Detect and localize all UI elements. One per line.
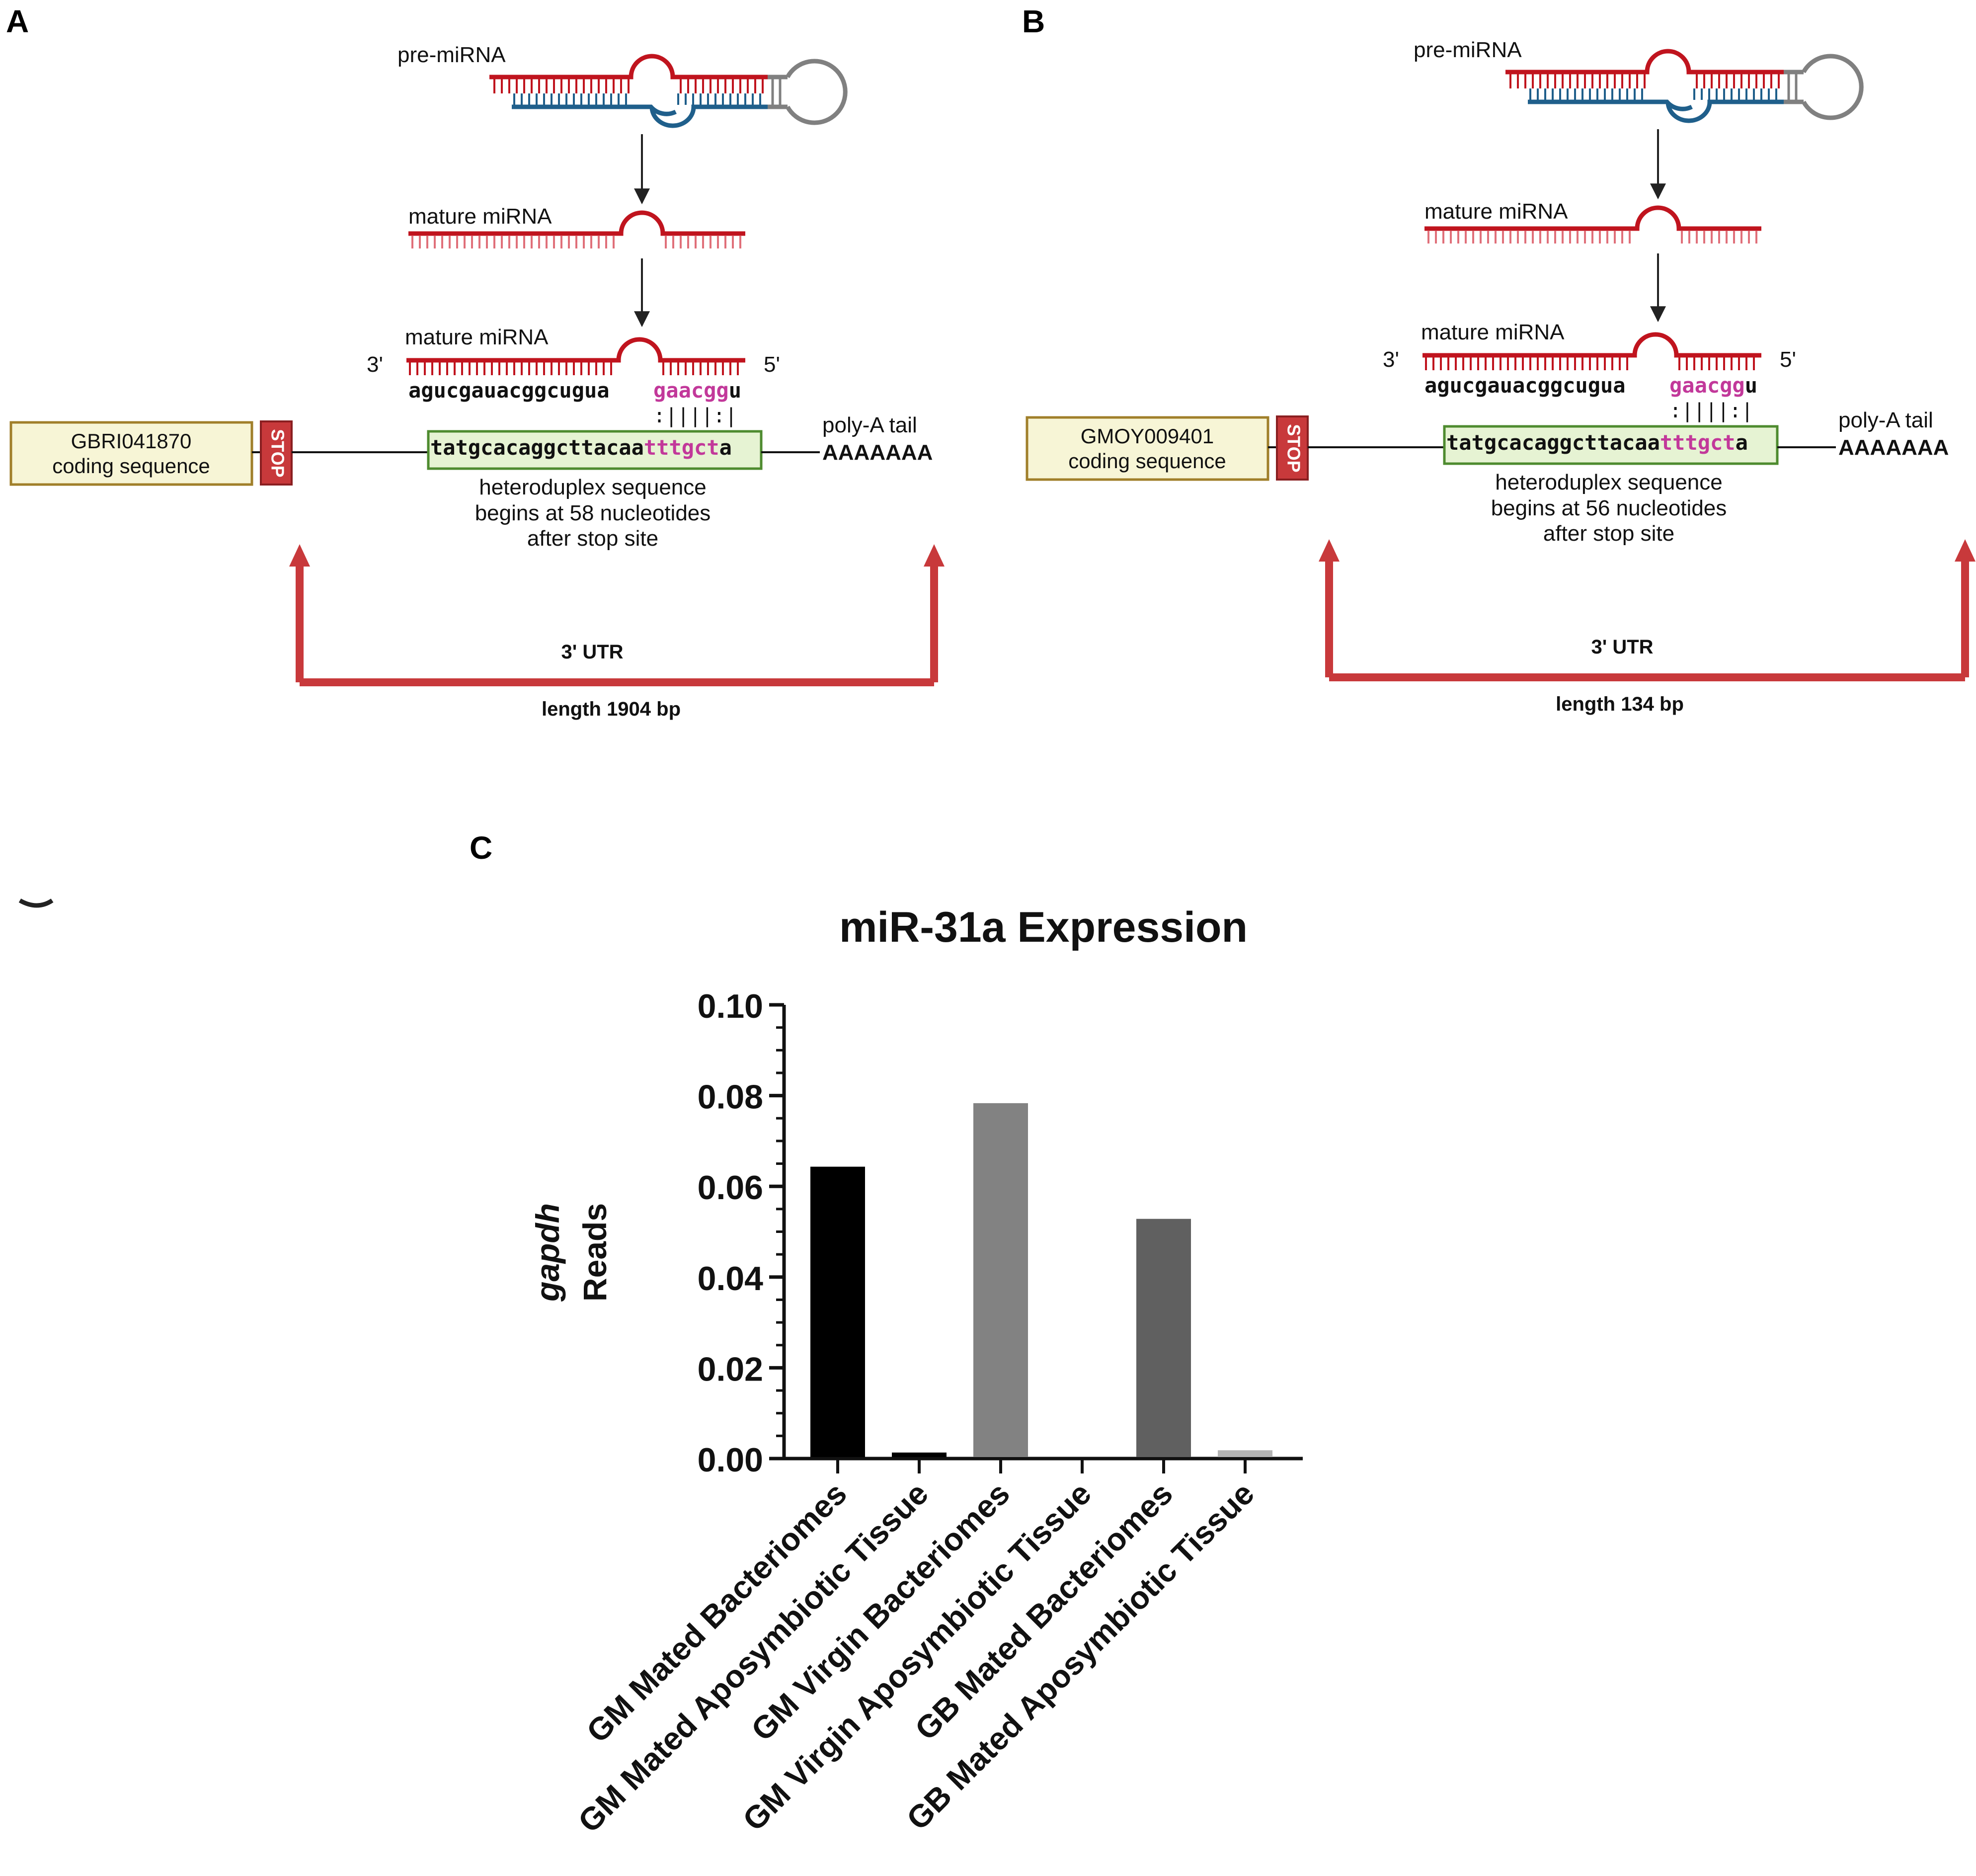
mature-mirna-label-1: mature miRNA <box>1424 199 1568 224</box>
panel-c: C miR-31a Expression gapdh Reads 0.00 0.0… <box>18 830 1303 1839</box>
polya-sequence: AAAAAAA <box>822 440 933 465</box>
polya-label: poly-A tail <box>1838 408 1933 432</box>
pre-mirna-hairpin: pre-miRNA <box>1414 38 1864 123</box>
pairing-marks: :||||:| <box>1669 400 1753 422</box>
utr-bracket: 3' UTR length 1904 bp <box>289 544 945 720</box>
heteroduplex-desc-2: begins at 58 nucleotides <box>475 501 711 525</box>
heteroduplex-desc-2: begins at 56 nucleotides <box>1491 496 1727 520</box>
pre-mirna-label: pre-miRNA <box>397 43 506 67</box>
mirna-sequence: agucgauacggcugua <box>408 378 610 403</box>
mature-mirna-1: mature miRNA <box>408 204 745 248</box>
stop-codon-box <box>260 420 293 486</box>
y-axis-label-main: Reads <box>576 1203 613 1302</box>
pre-mirna-label: pre-miRNA <box>1414 38 1522 62</box>
heteroduplex-desc-3: after stop site <box>1543 521 1674 546</box>
pre-mirna-hairpin: pre-miRNA <box>397 43 848 128</box>
utr-label: 3' UTR <box>561 641 623 663</box>
gene-schematic: GMOY009401 coding sequence STOP tatgcaca… <box>1026 408 1949 546</box>
bar <box>1218 1450 1272 1457</box>
mature-mirna-2-rungs <box>409 362 739 375</box>
mature-mirna-1: mature miRNA <box>1424 199 1761 244</box>
bar <box>810 1166 865 1457</box>
x-category-label: GM Mated Aposymbiotic Tissue <box>571 1475 935 1839</box>
target-sequence: tatgcacaggcttacaatttgcta <box>430 435 732 460</box>
y-tick-label: 0.06 <box>698 1169 763 1207</box>
coding-sequence-label: coding sequence <box>52 454 210 478</box>
mature-mirna-2: mature miRNA 3' 5' agucgauacggcugua gaac… <box>1383 320 1796 422</box>
stop-label: STOP <box>267 429 288 477</box>
crop-artifact-mark <box>18 898 54 908</box>
y-tick-label: 0.10 <box>698 987 763 1025</box>
gene-id: GBRI041870 <box>71 429 192 453</box>
target-site-box <box>1443 425 1779 465</box>
panel-label-a: A <box>6 3 29 39</box>
coding-sequence-box <box>1026 416 1269 481</box>
pre-mirna-blue-rungs <box>1529 88 1777 100</box>
mature-mirna-label-1: mature miRNA <box>408 204 552 229</box>
gene-schematic: GBRI041870 coding sequence STOP tatgcaca… <box>9 413 933 551</box>
y-tick-label: 0.08 <box>698 1078 763 1116</box>
panel-a: A pre-miRNA mature miRNA mature miRNA 3' <box>6 3 945 720</box>
mature-mirna-label-2: mature miRNA <box>405 325 549 349</box>
mature-mirna-1-rungs <box>1427 231 1757 244</box>
utr-length-label: length 1904 bp <box>542 698 681 720</box>
mirna-seed-sequence: gaacggu <box>1669 373 1757 398</box>
bar <box>973 1103 1028 1457</box>
bar <box>1136 1219 1191 1457</box>
y-axis-label: gapdh Reads <box>529 1203 613 1302</box>
mature-mirna-label-2: mature miRNA <box>1421 320 1565 344</box>
heteroduplex-desc-1: heteroduplex sequence <box>479 475 706 499</box>
pre-mirna-blue-rungs <box>513 93 761 105</box>
polya-sequence: AAAAAAA <box>1838 435 1949 460</box>
utr-label: 3' UTR <box>1591 636 1653 658</box>
gene-id: GMOY009401 <box>1081 424 1214 448</box>
coding-sequence-label: coding sequence <box>1068 449 1226 473</box>
mature-mirna-2-rungs <box>1425 357 1755 370</box>
mature-mirna-2: mature miRNA 3' 5' agucgauacggcugua gaac… <box>367 325 780 427</box>
y-tick-label: 0.02 <box>698 1350 763 1388</box>
y-tick-label: 0.04 <box>698 1260 764 1298</box>
heteroduplex-desc-1: heteroduplex sequence <box>1495 470 1722 494</box>
panel-label-b: B <box>1022 3 1045 39</box>
y-tick-label: 0.00 <box>698 1441 763 1479</box>
mirna-sequence: agucgauacggcugua <box>1424 373 1626 398</box>
mirna-seed-sequence: gaacggu <box>653 378 741 403</box>
bar <box>892 1452 947 1457</box>
chart-title: miR-31a Expression <box>839 903 1248 951</box>
five-prime-label: 5' <box>1780 347 1796 372</box>
three-prime-label: 3' <box>367 352 383 377</box>
pairing-marks: :||||:| <box>653 405 737 427</box>
pre-mirna-red-rungs <box>1509 74 1780 88</box>
stop-label: STOP <box>1283 424 1304 472</box>
three-prime-label: 3' <box>1383 347 1399 372</box>
mature-mirna-1-rungs <box>411 236 741 248</box>
polya-label: poly-A tail <box>822 413 917 437</box>
target-sequence: tatgcacaggcttacaatttgcta <box>1446 430 1748 455</box>
target-site-box <box>427 430 763 470</box>
utr-length-label: length 134 bp <box>1556 693 1684 715</box>
pre-mirna-red-rungs <box>493 79 764 93</box>
utr-bracket: 3' UTR length 134 bp <box>1319 539 1976 715</box>
heteroduplex-desc-3: after stop site <box>527 526 658 551</box>
five-prime-label: 5' <box>764 352 780 377</box>
y-axis-label-italic: gapdh <box>529 1203 566 1302</box>
coding-sequence-box <box>9 421 253 486</box>
panel-label-c: C <box>470 830 492 866</box>
panel-b: B pre-miRNA mature miRNA mature miRNA 3'… <box>1022 3 1976 715</box>
